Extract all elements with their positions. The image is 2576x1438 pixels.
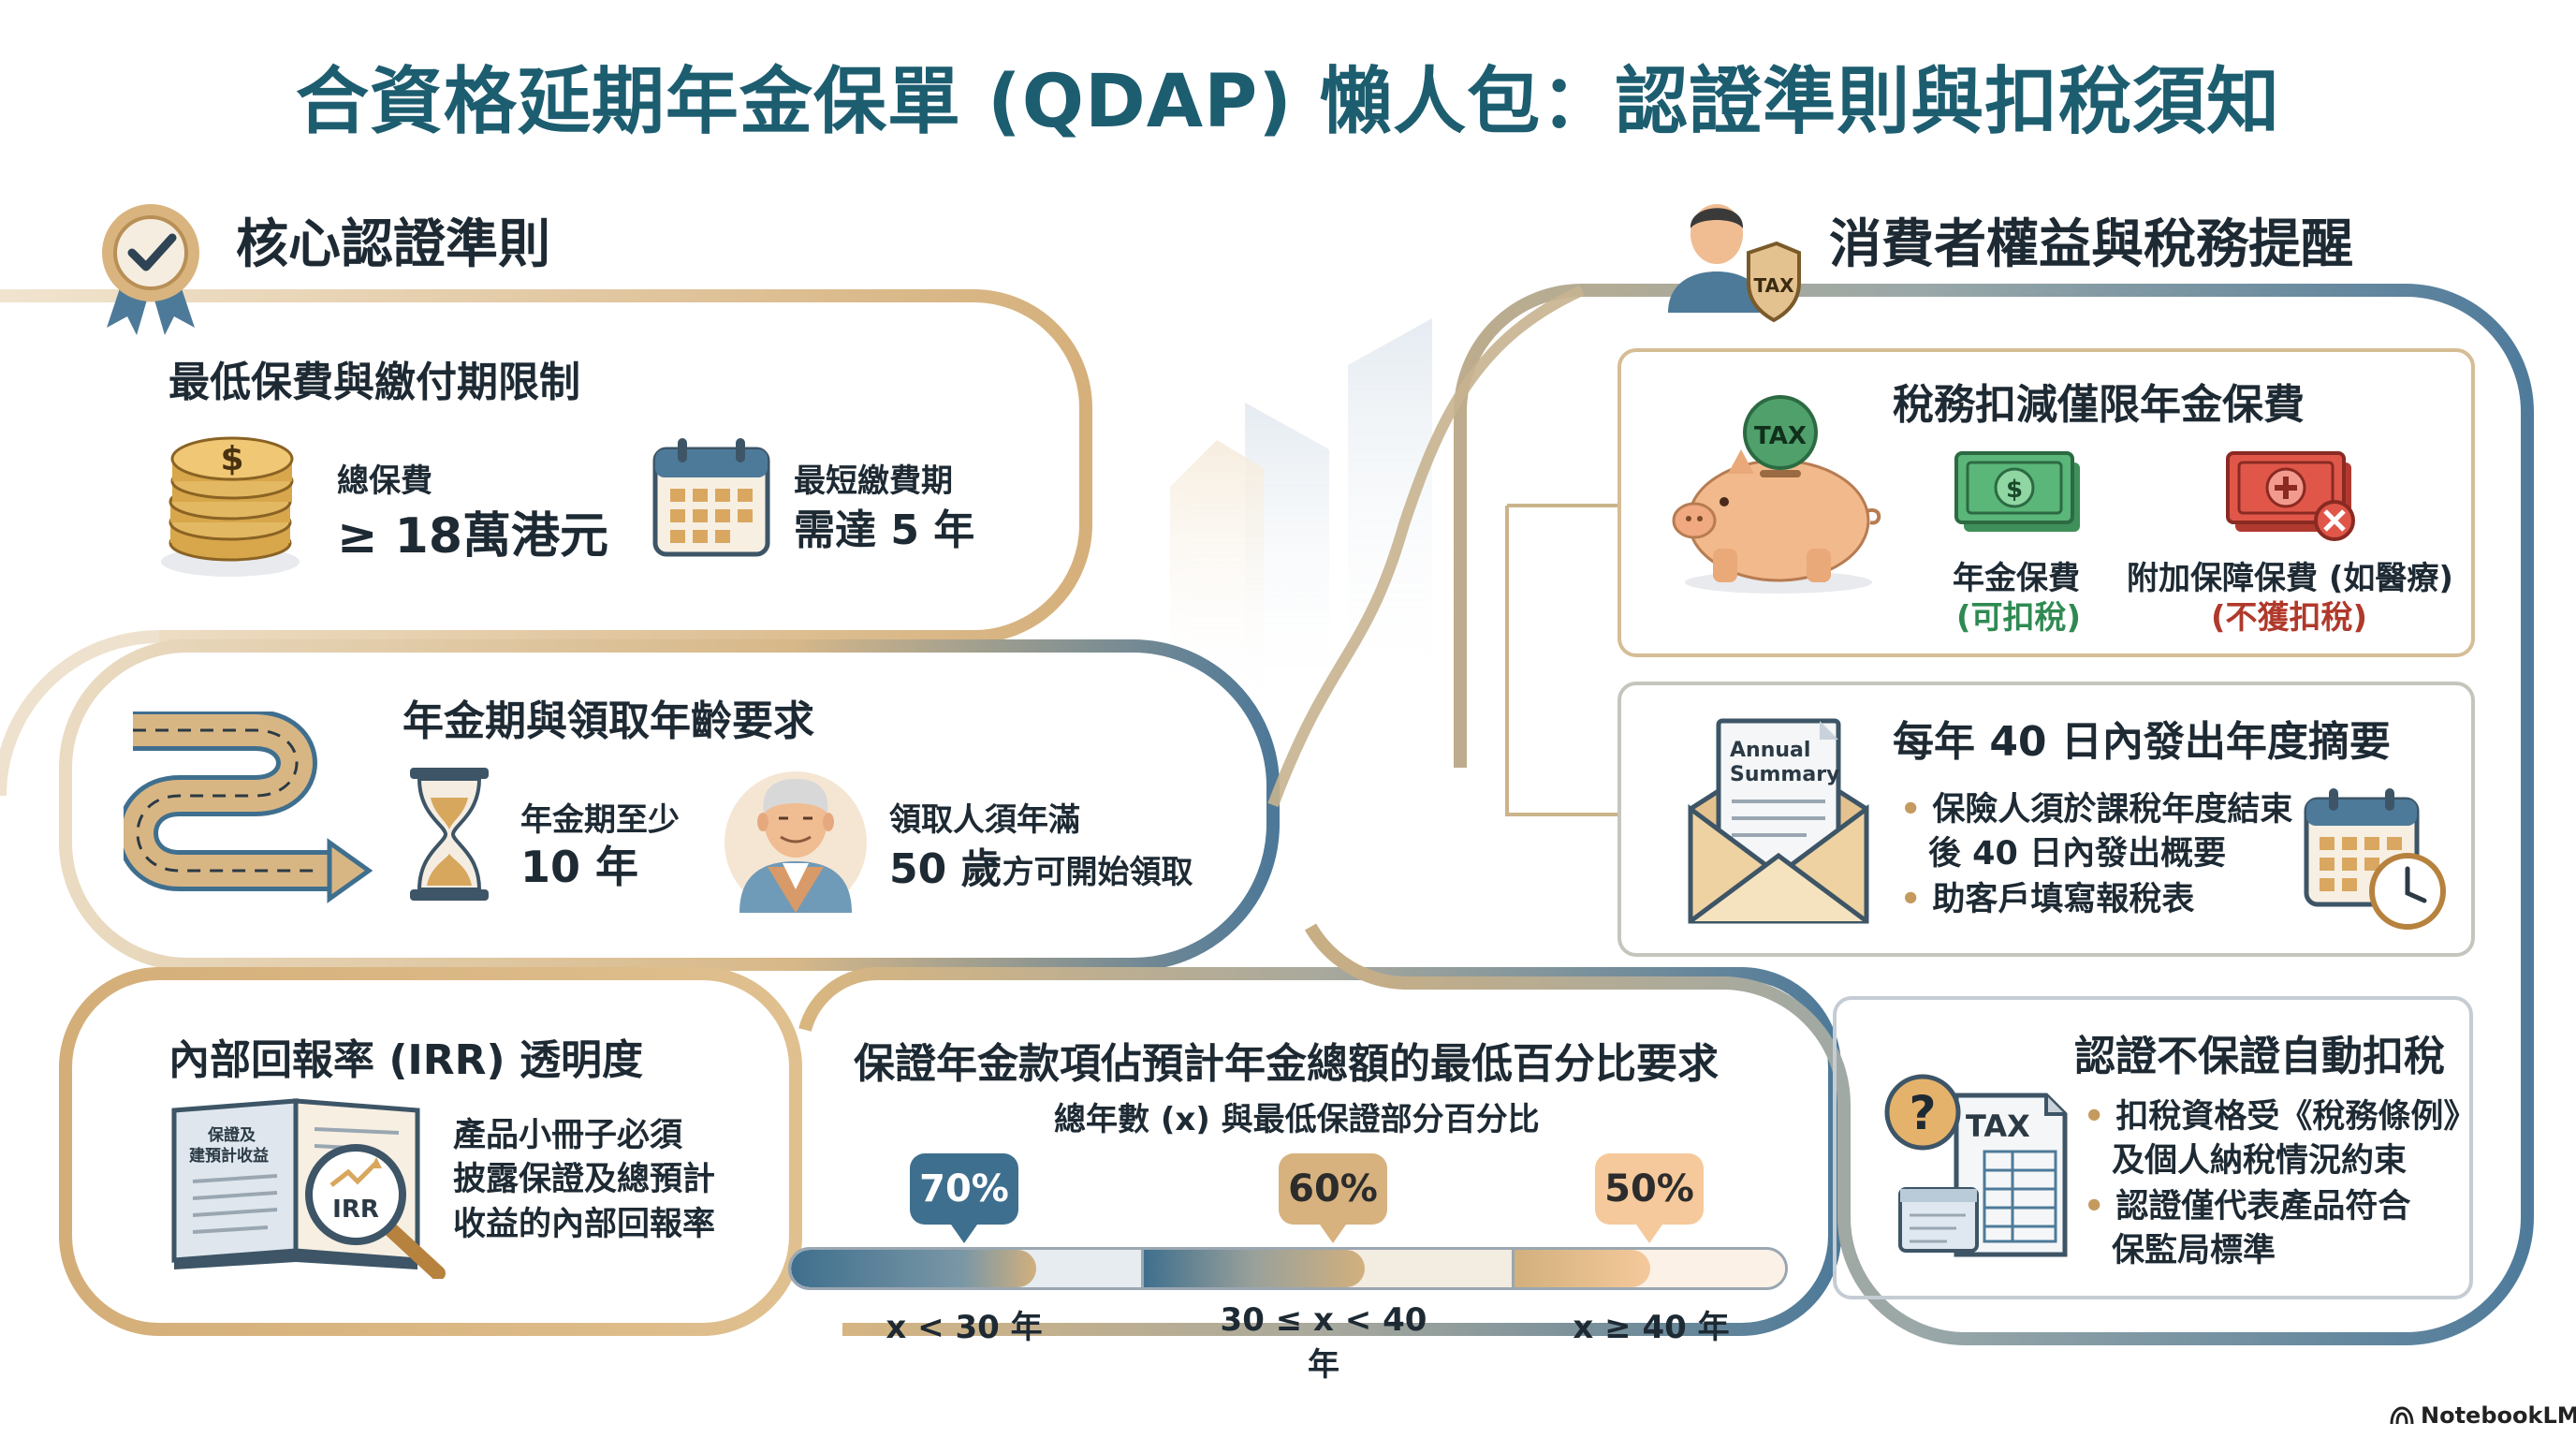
guarantee-segment-3 [1515, 1250, 1785, 1287]
irr-line: 產品小冊子必須 [453, 1117, 683, 1154]
svg-text:?: ? [1909, 1086, 1936, 1140]
age-value-rest: 方可開始領取 [1002, 854, 1193, 891]
age-value-bold: 50 歲 [889, 845, 1003, 893]
segment-label-2: 30 ≤ x < 40 年 [1220, 1301, 1427, 1384]
premium-card-title: 最低保費與繳付期限制 [168, 359, 580, 406]
building-decoration [1170, 318, 1432, 712]
summary-bullet-1-line-1: 保險人須於課稅年度結束 [1932, 791, 2293, 829]
cert-bullet-2-line-2: 保監局標準 [2112, 1231, 2276, 1269]
doc-text: TAX [1966, 1108, 2030, 1144]
cert-card-outline [1833, 996, 2473, 1299]
age-label: 領取人須年滿 [889, 801, 1080, 839]
premium-card-outline [0, 289, 1092, 643]
irr-description: 產品小冊子必須 披露保證及總預計 收益的內部回報率 [453, 1114, 715, 1247]
guarantee-subtitle: 總年數 (x) 與最低保證部分百分比 [1054, 1101, 1540, 1138]
brochure-magnifier-icon: 保證及 建預計收益 IRR [171, 1098, 446, 1279]
certified-badge-icon [102, 204, 199, 335]
elderly-person-icon [724, 771, 867, 913]
annuity-card-outline [0, 630, 160, 797]
page-title: 合資格延期年金保單 (QDAP) 懶人包：認證準則與扣稅須知 [295, 60, 2281, 144]
notebooklm-logo-icon [2390, 1406, 2414, 1425]
irr-card-title: 內部回報率 (IRR) 透明度 [168, 1036, 643, 1084]
irr-line: 披露保證及總預計 [453, 1161, 716, 1199]
premium-value: ≥ 18萬港元 [337, 508, 609, 565]
brochure-text-2: 建預計收益 [189, 1146, 269, 1166]
guarantee-segment-2 [1144, 1250, 1515, 1287]
brand-mark: NotebookLM [2389, 1402, 2576, 1429]
segment-fill-60 [1144, 1250, 1365, 1287]
piggy-bank-icon: TAX [1672, 395, 1881, 594]
badge-text: TAX [1754, 274, 1795, 297]
money-bills-icon: $ [1954, 451, 2080, 532]
annuity-period-label: 年金期至少 [520, 801, 680, 839]
cert-bullet-2-line-1: 認證僅代表產品符合 [2115, 1188, 2411, 1225]
irr-magnifier-text: IRR [332, 1196, 379, 1224]
annuity-card-title: 年金期與領取年齡要求 [402, 697, 814, 745]
cert-bullet-2: •認證僅代表產品符合 保監局標準 [2084, 1185, 2410, 1272]
summary-card-title: 每年 40 日內發出年度摘要 [1893, 718, 2391, 766]
brochure-text-1: 保證及 [207, 1125, 256, 1145]
guarantee-bar [788, 1247, 1788, 1290]
summary-bullet-1: •保險人須於課稅年度結束 後 40 日內發出概要 [1900, 788, 2292, 875]
irr-card-outline [59, 967, 802, 1336]
guarantee-card-title: 保證年金款項佔預計年金總額的最低百分比要求 [854, 1040, 1719, 1088]
person-tax-shield-icon: TAX [1668, 204, 1801, 323]
period-label: 最短繳費期 [794, 462, 953, 500]
guarantee-card-outline [798, 966, 1841, 1336]
annuity-premium-status: (可扣稅) [1956, 599, 2082, 637]
left-section-heading: 核心認證準則 [236, 214, 550, 275]
segment-fill-70 [791, 1250, 1036, 1287]
tax-card-outline [1617, 348, 2475, 657]
summary-bullet-2: •助客戶填寫報稅表 [1900, 881, 2195, 918]
percent-bubble-60: 60% [1279, 1153, 1387, 1243]
brand-name: NotebookLM [2421, 1402, 2576, 1429]
age-value: 50 歲方可開始領取 [889, 835, 1193, 895]
connector-curve [1267, 285, 1585, 808]
summary-card-outline [1617, 682, 2475, 957]
segment-label-1: x < 30 年 [886, 1309, 1043, 1346]
tax-card-title: 稅務扣減僅限年金保費 [1893, 381, 2305, 429]
question-tax-doc-icon: TAX ? [1884, 1074, 2068, 1257]
percent-bubble-70: 70% [910, 1153, 1018, 1243]
segment-fill-50 [1515, 1250, 1650, 1287]
right-section-heading: 消費者權益與稅務提醒 [1829, 214, 2353, 275]
irr-line: 收益的內部回報率 [453, 1205, 716, 1243]
envelope-summary-icon: Annual Summary [1688, 718, 1869, 924]
guarantee-segment-1 [791, 1250, 1144, 1287]
cert-bullet-1-line-1: 扣稅資格受《稅務條例》 [2115, 1098, 2477, 1136]
coin-text: TAX [1754, 422, 1807, 450]
period-value: 需達 5 年 [794, 506, 975, 554]
summary-bullet-2-text: 助客戶填寫報稅表 [1932, 881, 2195, 918]
annuity-premium-label: 年金保費 [1953, 560, 2080, 597]
hourglass-icon [410, 768, 489, 901]
letter-text-1: Annual [1730, 739, 1810, 762]
annuity-period-value: 10 年 [520, 842, 639, 892]
cert-bullet-1: •扣稅資格受《稅務條例》 及個人納稅情況約束 [2084, 1095, 2476, 1182]
medical-bills-icon [2226, 451, 2355, 541]
letter-text-2: Summary [1730, 763, 1839, 786]
medical-premium-label: 附加保障保費 (如醫療) [2127, 560, 2453, 597]
cert-card-title: 認證不保證自動扣稅 [2074, 1033, 2445, 1080]
premium-label: 總保費 [337, 462, 432, 500]
summary-bullet-1-line-2: 後 40 日內發出概要 [1928, 834, 2227, 873]
calendar-icon [652, 438, 770, 557]
svg-text:$: $ [2006, 476, 2023, 504]
cert-bullet-1-line-2: 及個人納稅情況約束 [2112, 1141, 2408, 1180]
svg-text:$: $ [220, 440, 243, 478]
calendar-clock-icon [2304, 788, 2446, 930]
coin-stack-icon: $ [161, 436, 300, 577]
percent-bubble-50: 50% [1595, 1153, 1704, 1243]
medical-premium-status: (不獲扣稅) [2211, 599, 2368, 637]
winding-road-icon [124, 712, 373, 903]
segment-label-3: x ≥ 40 年 [1573, 1309, 1730, 1346]
